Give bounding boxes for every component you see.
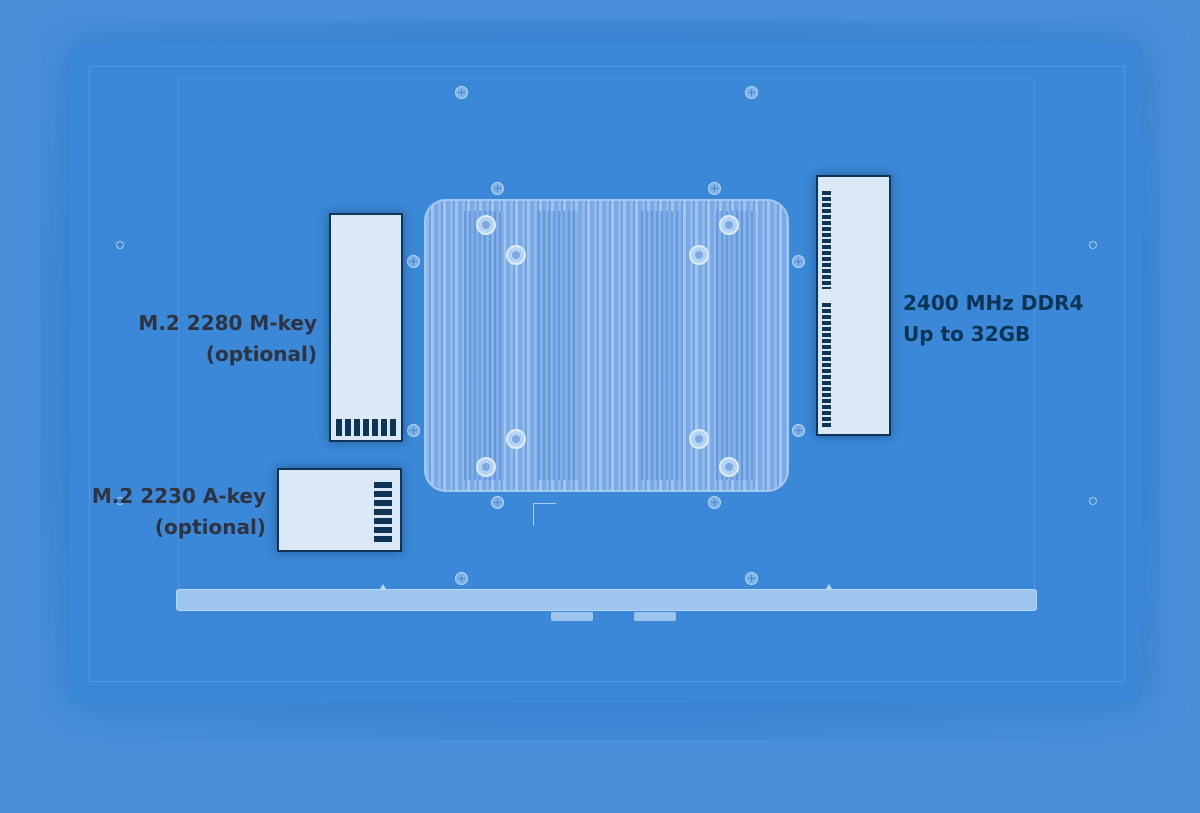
module-pin: [363, 419, 369, 436]
module-pin: [374, 527, 392, 533]
label-m2-2280-line2: (optional): [205, 342, 317, 366]
base-tick: [826, 584, 832, 589]
device-foot: [551, 612, 593, 621]
screw-icon: [792, 255, 805, 268]
mounting-boss: [719, 215, 739, 235]
screw-icon: [455, 86, 468, 99]
screw-icon: [491, 496, 504, 509]
module-pin: [390, 419, 396, 436]
m2-2280-module: [329, 213, 403, 442]
screw-icon: [745, 572, 758, 585]
label-ddr4-line1: 2400 MHz DDR4: [903, 291, 1084, 315]
heatsink-fin-band: [538, 211, 578, 480]
label-m2-2230: M.2 2230 A-key (optional): [60, 481, 266, 543]
mounting-boss: [689, 429, 709, 449]
heatsink: [424, 199, 789, 492]
screw-icon: [407, 255, 420, 268]
label-ddr4: 2400 MHz DDR4 Up to 32GB: [903, 288, 1163, 350]
screw-icon: [792, 424, 805, 437]
label-m2-2230-line1: M.2 2230 A-key: [91, 484, 266, 508]
heatsink-fin-band: [464, 211, 504, 480]
device-foot: [634, 612, 676, 621]
mounting-hole: [116, 241, 124, 249]
label-ddr4-line2: Up to 32GB: [903, 322, 1031, 346]
chassis-inner-frame: [89, 66, 1125, 682]
mounting-boss: [719, 457, 739, 477]
module-pin: [374, 536, 392, 542]
module-pin: [374, 482, 392, 488]
mounting-hole: [1089, 241, 1097, 249]
module-pin: [374, 509, 392, 515]
module-pin: [336, 419, 342, 436]
module-pin: [381, 419, 387, 436]
module-pin-row: [822, 303, 831, 427]
screw-icon: [708, 496, 721, 509]
label-m2-2280-line1: M.2 2280 M-key: [138, 311, 317, 335]
ddr4-sodimm-module: [816, 175, 891, 436]
label-m2-2230-line2: (optional): [154, 515, 266, 539]
base-tick: [380, 584, 386, 589]
heatsink-fin-band: [716, 211, 756, 480]
mounting-boss: [476, 457, 496, 477]
module-pin: [374, 500, 392, 506]
mounting-boss: [506, 245, 526, 265]
module-pin-row: [822, 191, 831, 289]
m2-2230-module: [277, 468, 402, 552]
module-pin: [354, 419, 360, 436]
label-m2-2280: M.2 2280 M-key (optional): [100, 308, 317, 370]
screw-icon: [455, 572, 468, 585]
module-pin: [374, 491, 392, 497]
screw-icon: [407, 424, 420, 437]
mounting-hole: [1089, 497, 1097, 505]
heatsink-fin-band: [641, 211, 681, 480]
mounting-boss: [506, 429, 526, 449]
module-pin: [345, 419, 351, 436]
screw-icon: [708, 182, 721, 195]
module-pin: [374, 518, 392, 524]
screw-icon: [491, 182, 504, 195]
alignment-mark: [533, 503, 556, 526]
module-pin: [372, 419, 378, 436]
mounting-hole: [116, 497, 124, 505]
mounting-boss: [689, 245, 709, 265]
mounting-boss: [476, 215, 496, 235]
device-base: [176, 589, 1037, 611]
screw-icon: [745, 86, 758, 99]
